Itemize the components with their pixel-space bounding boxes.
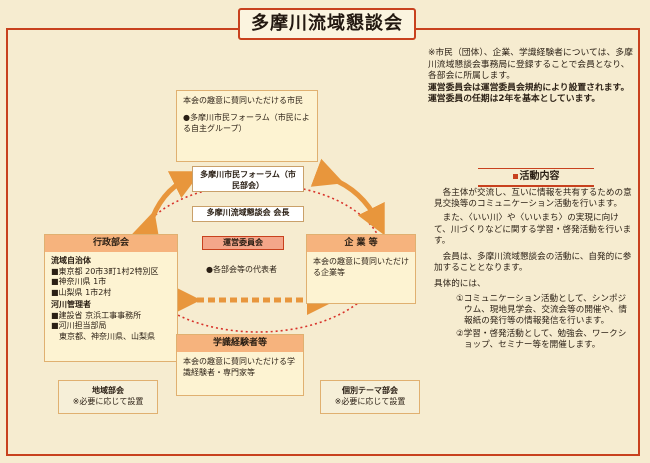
gov-line2: ■神奈川県 1市 <box>51 277 107 286</box>
page-title: 多摩川流域懇談会 <box>238 8 416 40</box>
info-p3: 運営委員の任期は2年を基本としています。 <box>428 94 601 105</box>
activities-item2: ②学習・啓発活動として、勉強会、ワークショップ、セミナー等を開催します。 <box>456 329 627 351</box>
activities-p3: 会員は、多摩川流域懇談会の活動に、自発的に参加することとなります。 <box>434 252 632 274</box>
activities-item1: ①コミュニケーション活動として、シンポジウム、現地見学会、交流会等の開催や、情報… <box>456 293 628 327</box>
info-p2: 運営委員会は運営委員会規約により設置されます。 <box>428 82 630 93</box>
gov-line6: 東京都、神奈川県、山梨県 <box>59 331 155 341</box>
regional-note: ※必要に応じて設置 <box>72 397 144 406</box>
experts-header: 学識経験者等 <box>177 335 303 352</box>
gov-header: 行政部会 <box>45 235 177 252</box>
business-header: 企 業 等 <box>307 235 415 252</box>
chair-label: 多摩川流域懇談会 会長 <box>192 206 304 222</box>
regional-title: 地域部会 <box>92 386 124 395</box>
theme-note: ※必要に応じて設置 <box>334 397 406 406</box>
activities-p2: また、〈いい川〉や〈いいまち〉の実現に向けて、川づくりなどに関する学習・啓発活動… <box>434 213 632 246</box>
citizen-forum-label: 多摩川市民フォーラム（市民部会） <box>192 166 304 192</box>
experts-body: 本会の趣意に賛同いただける学識経験者・専門家等 <box>183 357 295 377</box>
activities-body: 各主体が交流し、互いに情報を共有するための意見交換等のコミュニケーション活動を行… <box>434 188 634 352</box>
experts-box: 学識経験者等 本会の趣意に賛同いただける学識経験者・専門家等 <box>176 334 304 396</box>
gov-sub1: 流域自治体 <box>51 256 91 265</box>
arrow-citizen-business <box>310 158 385 236</box>
committee-label: 運営委員会 <box>202 236 284 250</box>
activities-p4: 具体的には、 <box>434 279 486 290</box>
gov-sub2: 河川管理者 <box>51 300 91 309</box>
square-bullet-icon <box>512 173 518 179</box>
info-p1: ※市民（団体）、企業、学識経験者については、多摩川流域懇談会事務局に登録すること… <box>428 48 633 82</box>
gov-line4: ■建設省 京浜工事事務所 <box>51 310 142 320</box>
regional-box: 地域部会 ※必要に応じて設置 <box>58 380 158 414</box>
gov-box: 行政部会 流域自治体 ■東京都 20市3町1村2特別区 ■神奈川県 1市 ■山梨… <box>44 234 178 362</box>
activities-header-text: 活動内容 <box>519 171 560 182</box>
business-box: 企 業 等 本会の趣意に賛同いただける企業等 <box>306 234 416 304</box>
citizens-box: 本会の趣意に賛同いただける市民 ●多摩川市民フォーラム（市民による自主グループ） <box>176 90 318 162</box>
info-panel: ※市民（団体）、企業、学識経験者については、多摩川流域懇談会事務局に登録すること… <box>428 48 636 106</box>
theme-box: 個別テーマ部会 ※必要に応じて設置 <box>320 380 420 414</box>
arrow-citizen-gov <box>131 171 202 244</box>
gov-line3: ■山梨県 1市2村 <box>51 287 112 297</box>
gov-line5: ■河川担当部局 <box>51 321 107 330</box>
citizens-item: ●多摩川市民フォーラム（市民による自主グループ） <box>183 113 310 133</box>
activities-header: 活動内容 <box>478 168 594 187</box>
business-body: 本会の趣意に賛同いただける企業等 <box>313 257 409 277</box>
citizens-intro: 本会の趣意に賛同いただける市民 <box>183 96 303 105</box>
activities-p1: 各主体が交流し、互いに情報を共有するための意見交換等のコミュニケーション活動を行… <box>434 188 632 210</box>
gov-line1: ■東京都 20市3町1村2特別区 <box>51 266 159 276</box>
theme-title: 個別テーマ部会 <box>342 386 398 395</box>
committee-note: ●各部会等の代表者 <box>206 265 277 274</box>
